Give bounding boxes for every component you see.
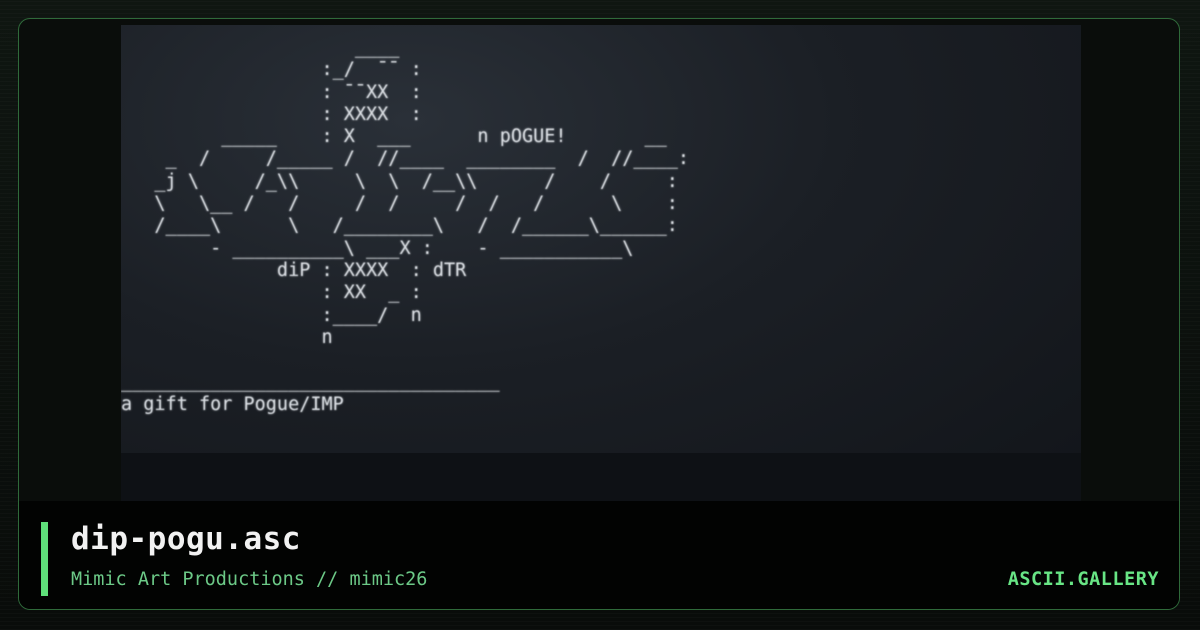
accent-bar <box>41 522 48 596</box>
card-frame: ____ :_/ ¯¯ : : ¯¯XX : : XXXX : _____ : … <box>18 18 1180 610</box>
ascii-art-panel: ____ :_/ ¯¯ : : ¯¯XX : : XXXX : _____ : … <box>121 25 1081 501</box>
site-brand: ASCII.GALLERY <box>1007 569 1159 590</box>
file-title: dip-pogu.asc <box>71 521 301 557</box>
author-credit: Mimic Art Productions // mimic26 <box>71 569 428 590</box>
ascii-art: ____ :_/ ¯¯ : : ¯¯XX : : XXXX : _____ : … <box>121 37 690 415</box>
caption-bar: dip-pogu.asc Mimic Art Productions // mi… <box>19 501 1179 609</box>
